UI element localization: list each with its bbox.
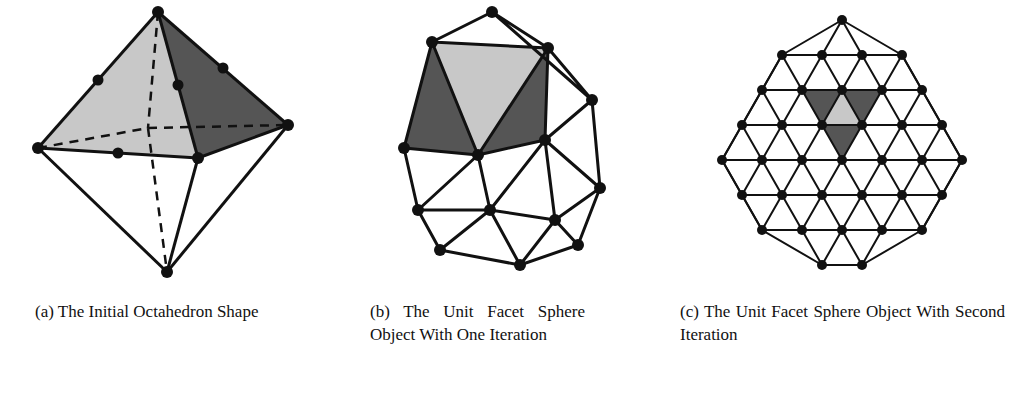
octahedron: [32, 6, 294, 278]
caption-box: (a) The Initial Octahedron Shape: [35, 300, 267, 323]
figure-caption: (a) The Initial Octahedron Shape: [35, 300, 267, 323]
figure-caption: (b) The Unit Facet Sphere Object With On…: [370, 300, 585, 346]
sphere-second-iteration: [717, 15, 967, 270]
caption-box: (c) The Unit Facet Sphere Object With Se…: [680, 300, 1005, 346]
caption-box: (b) The Unit Facet Sphere Object With On…: [370, 300, 585, 346]
figure-caption: (c) The Unit Facet Sphere Object With Se…: [680, 300, 1005, 346]
sphere-one-iteration: [398, 6, 606, 271]
